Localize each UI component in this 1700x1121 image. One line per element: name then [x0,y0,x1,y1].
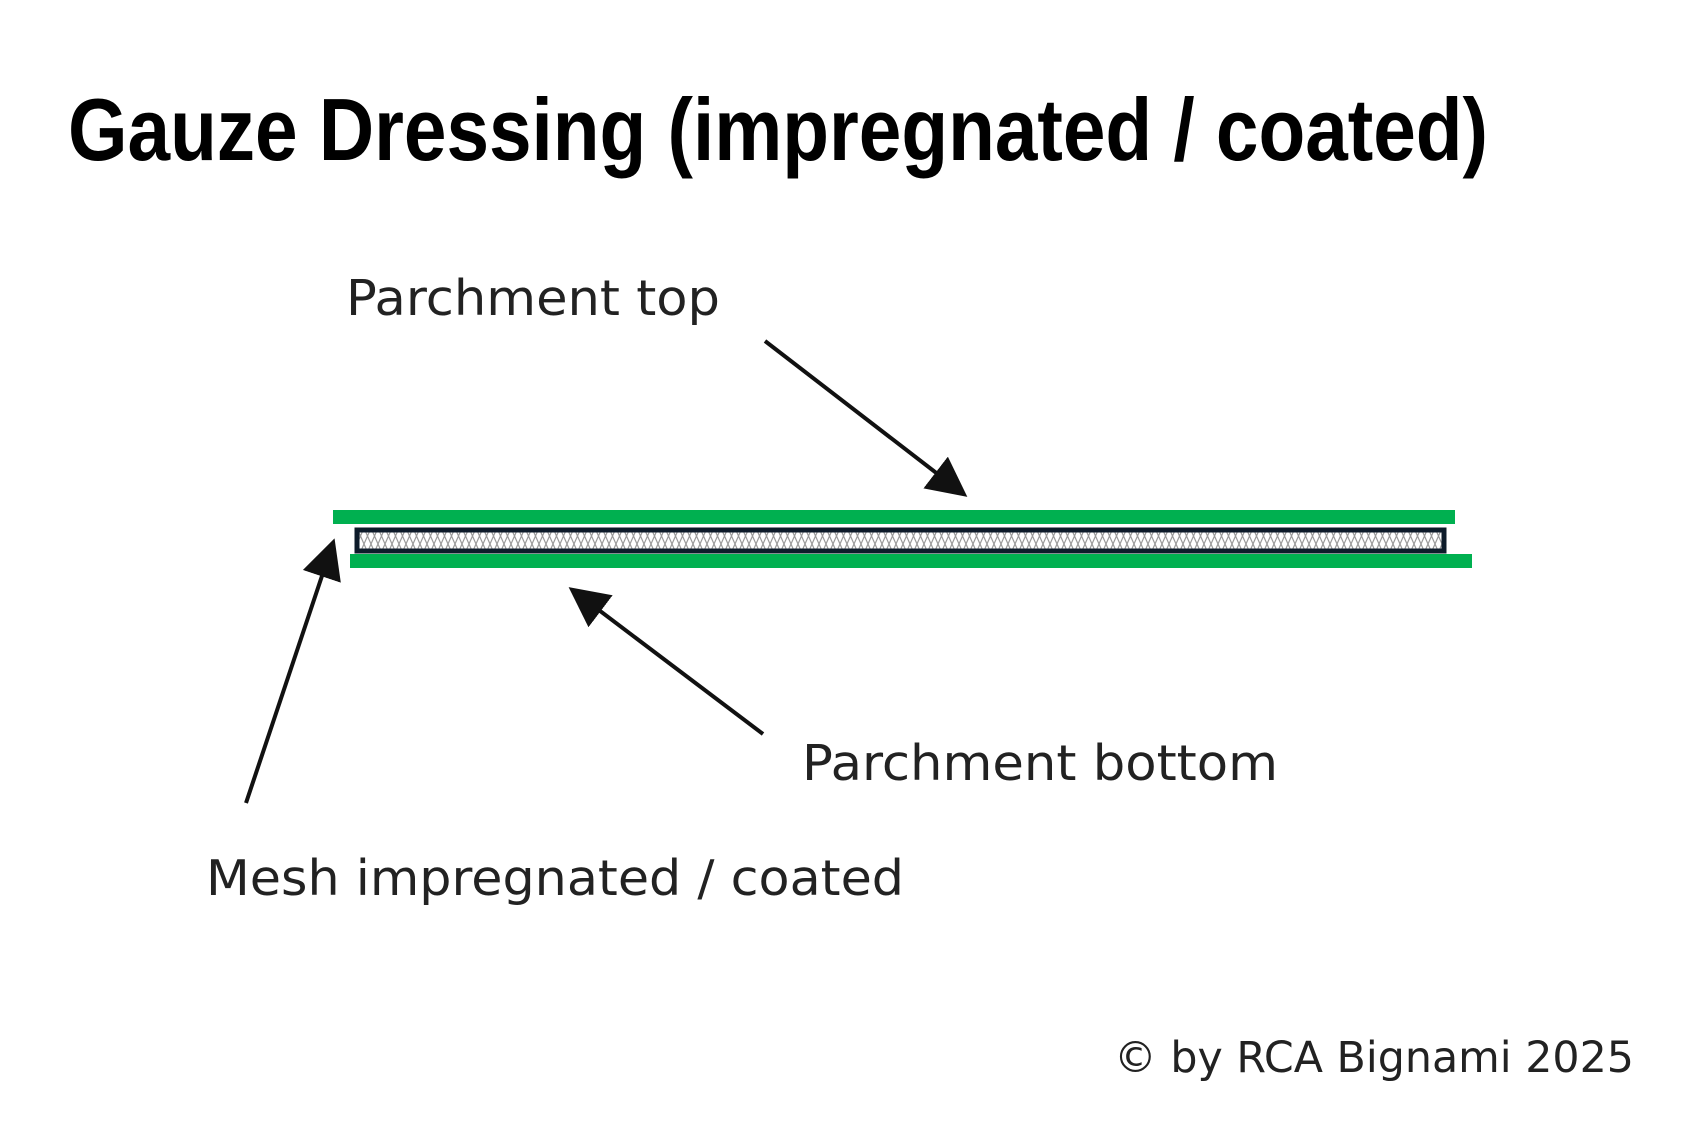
parchment-top-layer [333,510,1455,524]
copyright-text: © by RCA Bignami 2025 [1114,1033,1634,1083]
label-mesh: Mesh impregnated / coated [206,850,904,907]
page-title: Gauze Dressing (impregnated / coated) [68,80,1488,179]
label-parchment-top: Parchment top [346,270,720,327]
label-parchment-bottom: Parchment bottom [802,735,1278,792]
mesh-arrow [244,538,341,804]
parchment-top-arrow [763,339,968,497]
mesh-layer [354,527,1447,554]
parchment-bottom-layer [350,554,1472,568]
parchment-bottom-arrow [568,587,765,736]
